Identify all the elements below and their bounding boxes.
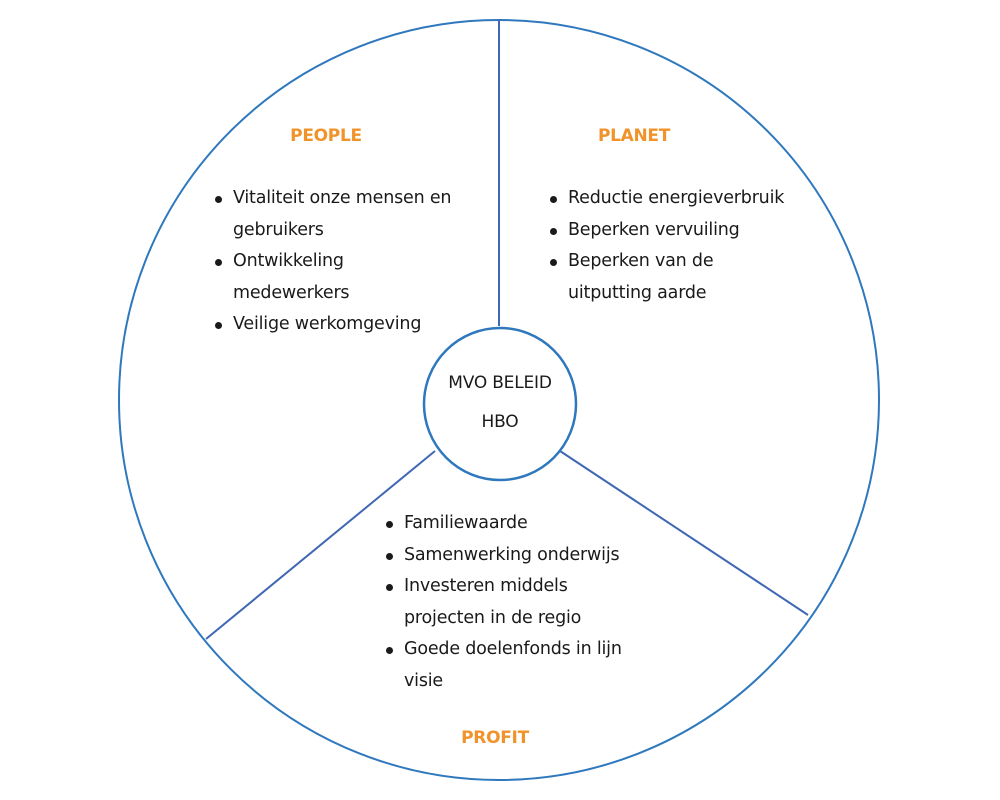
- list-item: Veilige werkomgeving: [215, 309, 490, 341]
- list-item: Vitaliteit onze mensen en gebruikers: [215, 183, 490, 246]
- list-item: Beperken van de uitputting aarde: [550, 246, 738, 309]
- profit-list: Familiewaarde Samenwerking onderwijs Inv…: [386, 508, 656, 697]
- divider-right: [559, 450, 809, 616]
- planet-heading: PLANET: [597, 126, 671, 146]
- list-item: Investeren middels projecten in de regio: [386, 571, 604, 634]
- center-circle: [422, 326, 578, 482]
- list-item: Reductie energieverbruik: [550, 183, 820, 215]
- list-item: Ontwikkeling medewerkers: [215, 246, 383, 309]
- people-heading: PEOPLE: [290, 126, 362, 146]
- divider-left: [205, 450, 436, 640]
- list-item: Familiewaarde: [386, 508, 656, 540]
- list-item: Samenwerking onderwijs: [386, 540, 656, 572]
- center-label-line1: MVO BELEID: [448, 373, 552, 393]
- center-label-line2: HBO: [481, 412, 519, 432]
- profit-heading: PROFIT: [461, 728, 529, 748]
- planet-list: Reductie energieverbruik Beperken vervui…: [550, 183, 820, 309]
- list-item: Goede doelenfonds in lijn visie: [386, 634, 659, 697]
- people-list: Vitaliteit onze mensen en gebruikers Ont…: [215, 183, 490, 341]
- list-item: Beperken vervuiling: [550, 215, 820, 247]
